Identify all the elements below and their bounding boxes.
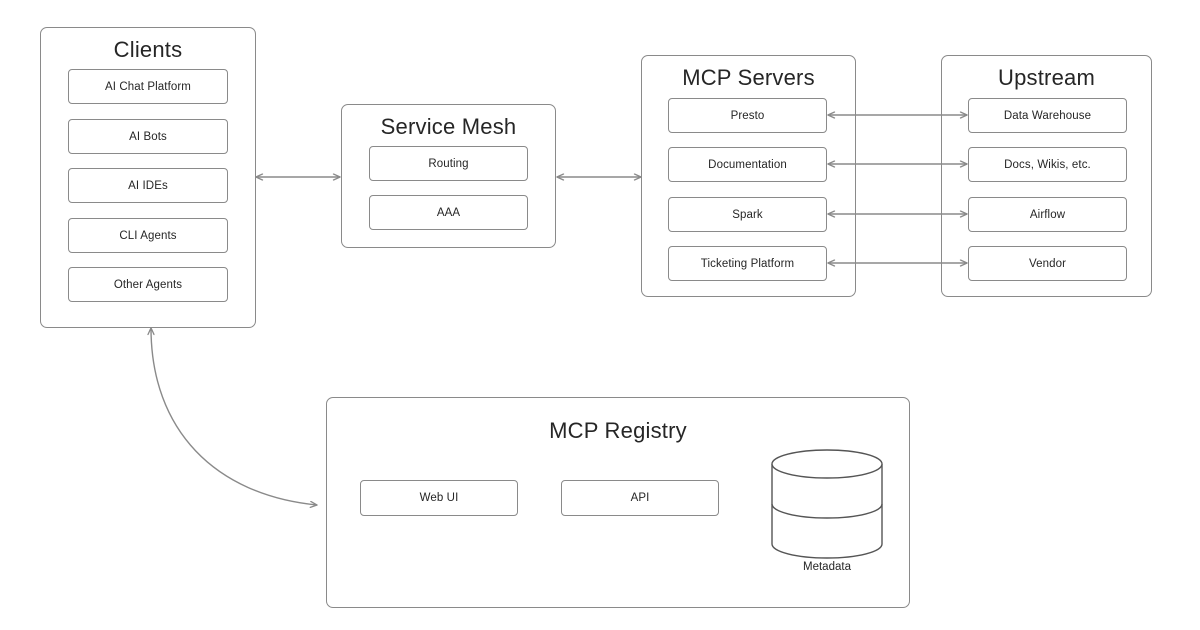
node-other-agents[interactable]: Other Agents — [68, 267, 228, 302]
node-data-warehouse[interactable]: Data Warehouse — [968, 98, 1127, 133]
node-api[interactable]: API — [561, 480, 719, 516]
group-mcp-registry: MCP Registry — [326, 397, 910, 608]
node-ai-chat-platform[interactable]: AI Chat Platform — [68, 69, 228, 104]
node-presto[interactable]: Presto — [668, 98, 827, 133]
group-service-mesh-title: Service Mesh — [380, 114, 517, 139]
group-mcp-servers: MCP Servers — [641, 55, 856, 297]
group-service-mesh: Service Mesh — [341, 104, 556, 248]
datastore-metadata-label: Metadata — [803, 561, 851, 573]
node-routing[interactable]: Routing — [369, 146, 528, 181]
node-aaa[interactable]: AAA — [369, 195, 528, 230]
node-spark[interactable]: Spark — [668, 197, 827, 232]
datastore-metadata-icon — [771, 449, 883, 559]
connector-mcp-registry-clients — [151, 328, 317, 505]
node-vendor[interactable]: Vendor — [968, 246, 1127, 281]
group-upstream: Upstream — [941, 55, 1152, 297]
group-clients-title: Clients — [113, 37, 183, 62]
group-mcp-servers-title: MCP Servers — [682, 65, 815, 90]
group-mcp-registry-title: MCP Registry — [549, 418, 687, 443]
node-ticketing-platform[interactable]: Ticketing Platform — [668, 246, 827, 281]
node-docs-wikis[interactable]: Docs, Wikis, etc. — [968, 147, 1127, 182]
node-ai-ides[interactable]: AI IDEs — [68, 168, 228, 203]
node-web-ui[interactable]: Web UI — [360, 480, 518, 516]
node-ai-bots[interactable]: AI Bots — [68, 119, 228, 154]
node-documentation[interactable]: Documentation — [668, 147, 827, 182]
node-airflow[interactable]: Airflow — [968, 197, 1127, 232]
group-upstream-title: Upstream — [998, 65, 1095, 90]
node-cli-agents[interactable]: CLI Agents — [68, 218, 228, 253]
group-clients: Clients — [40, 27, 256, 328]
